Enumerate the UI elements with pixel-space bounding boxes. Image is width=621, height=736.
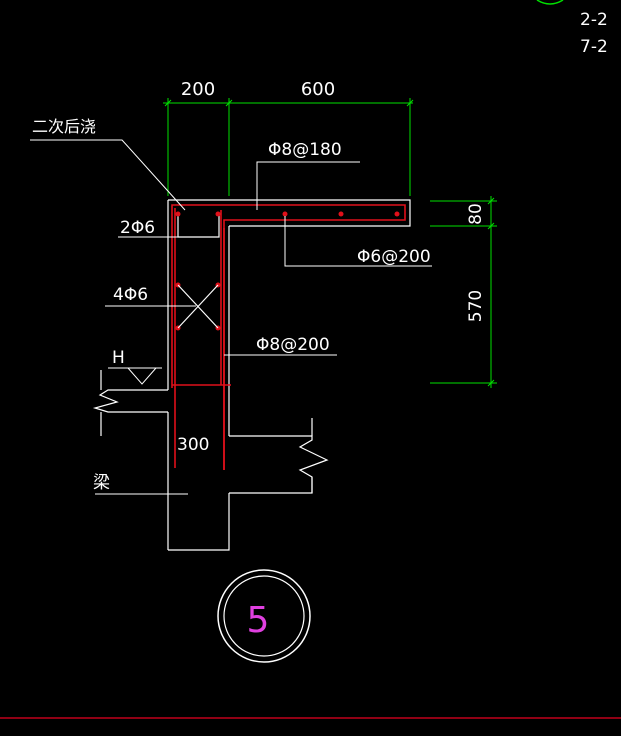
rebar-dot (175, 211, 181, 217)
label-corner-bars: 2Φ6 (120, 218, 155, 238)
label-elevation: H (112, 348, 125, 368)
top-dimension-lines (163, 98, 414, 196)
rebar-dot (282, 211, 288, 217)
concrete-outline (92, 199, 411, 551)
label-beam: 梁 (93, 473, 110, 493)
rebar-dot (215, 211, 221, 217)
dimension-top-left: 200 (181, 79, 215, 100)
label-wall-bars: 4Φ6 (113, 285, 148, 305)
detail-number: 5 (247, 600, 270, 641)
dimension-right-lower: 570 (466, 290, 486, 322)
cross-tie-mark (177, 284, 219, 329)
label-top-bar: Φ8@180 (268, 140, 342, 160)
dimension-top-right: 600 (301, 79, 335, 100)
right-dimension-lines (430, 196, 497, 388)
section-mark-2: 7-2 (580, 37, 608, 57)
label-distribution-bar: Φ6@200 (357, 247, 431, 267)
rebar-dots (175, 211, 400, 331)
rebar-dot (338, 211, 344, 217)
section-mark-1: 2-2 (580, 10, 608, 30)
dimension-beam-width: 300 (177, 435, 209, 455)
rebar-lines (171, 204, 406, 470)
label-wall-stirrup: Φ8@200 (256, 335, 330, 355)
detail-number-symbol: 5 (217, 569, 311, 663)
leader-lines (30, 139, 432, 495)
label-post-cast: 二次后浇 (32, 117, 96, 136)
rebar-dot (394, 211, 400, 217)
partial-detail-circle (536, 0, 564, 5)
dimension-right-upper: 80 (466, 203, 486, 225)
